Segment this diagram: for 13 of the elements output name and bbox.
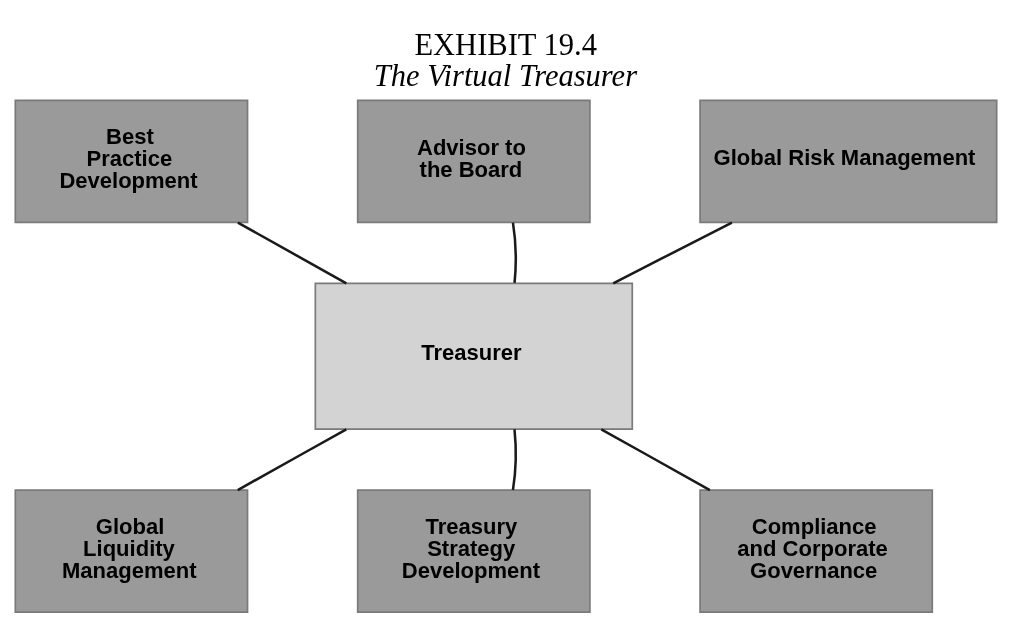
connector (511, 221, 517, 283)
node-box: Global Liquidity Management (14, 488, 249, 613)
connector (600, 427, 711, 491)
node-box: Treasury Strategy Development (356, 488, 591, 613)
node-box: Global Risk Management (699, 99, 998, 223)
connector (237, 221, 347, 284)
connector (237, 427, 347, 491)
node-box: Compliance and Corporate Governance (699, 488, 934, 613)
connector (511, 428, 517, 490)
connector (612, 220, 733, 284)
node-box: Advisor to the Board (356, 99, 591, 223)
node-box: Best Practice Development (14, 99, 249, 223)
node-box: Treasurer (314, 282, 634, 430)
